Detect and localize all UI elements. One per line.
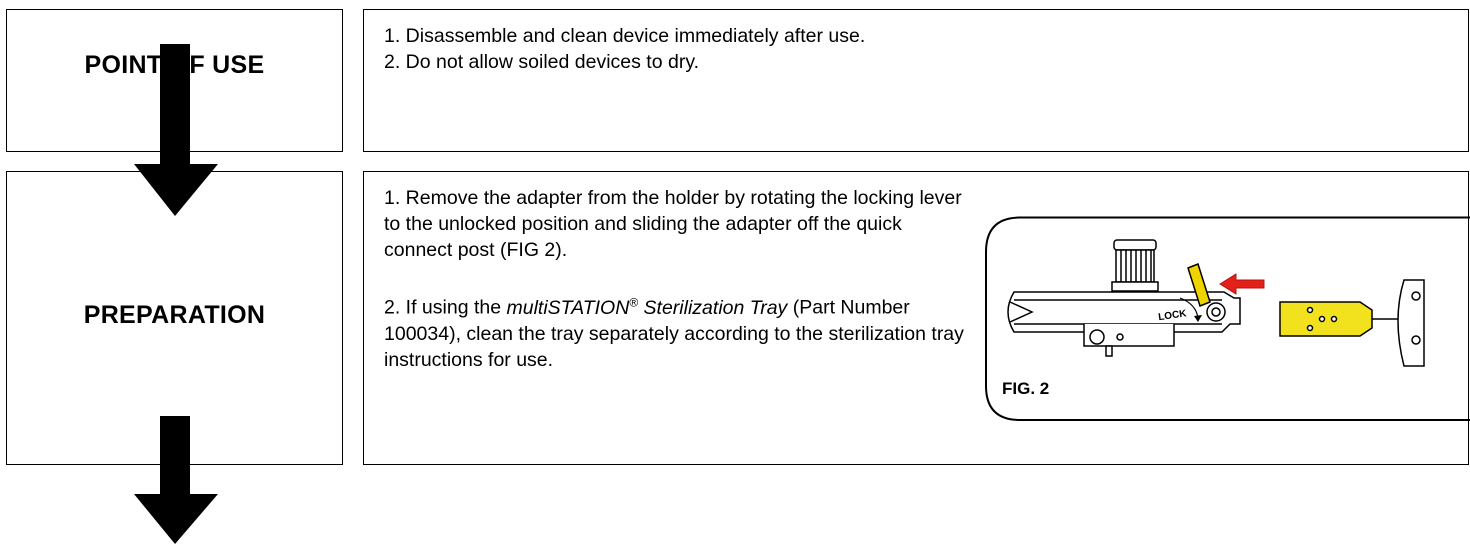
figure-caption: FIG. 2: [1002, 379, 1049, 398]
flow-arrow-down-icon: [134, 416, 218, 544]
registered-mark: ®: [629, 295, 639, 309]
adjustment-knob-icon: [1111, 239, 1159, 292]
step-label-preparation: PREPARATION: [83, 301, 266, 329]
instructions-point-of-use: 1. Disassemble and clean device immediat…: [384, 23, 865, 75]
flow-arrow-down-icon: [134, 44, 218, 216]
lock-label: LOCK: [1158, 308, 1188, 323]
holder-body-icon: [1007, 291, 1241, 357]
red-arrow-icon: [1219, 273, 1265, 295]
locking-lever-icon: [1187, 263, 1211, 307]
product-name-tail: Sterilization Tray: [638, 296, 788, 319]
instruction-item-clean-tray: 2. If using the multiSTATION® Sterilizat…: [384, 289, 969, 373]
figure-frame: [985, 216, 1470, 421]
product-name: multiSTATION: [506, 296, 630, 319]
instruction-item: 1. Disassemble and clean device immediat…: [384, 25, 866, 47]
instruction-item-remove-adapter: 1. Remove the adapter from the holder by…: [384, 187, 962, 261]
step-instructions-box-point-of-use: 1. Disassemble and clean device immediat…: [363, 9, 1469, 152]
instruction-text: (Part Number 100034), clean the tray sep…: [384, 296, 964, 371]
adapter-icon: [1279, 279, 1425, 367]
step-instructions-box-preparation: 1. Remove the adapter from the holder by…: [363, 171, 1470, 465]
instruction-item: 2. Do not allow soiled devices to dry.: [384, 51, 700, 73]
instruction-text: 2. If using the: [384, 296, 507, 319]
figure-2-illustration: LOCK FIG. 2: [985, 216, 1470, 421]
instructions-preparation: 1. Remove the adapter from the holder by…: [384, 185, 969, 373]
